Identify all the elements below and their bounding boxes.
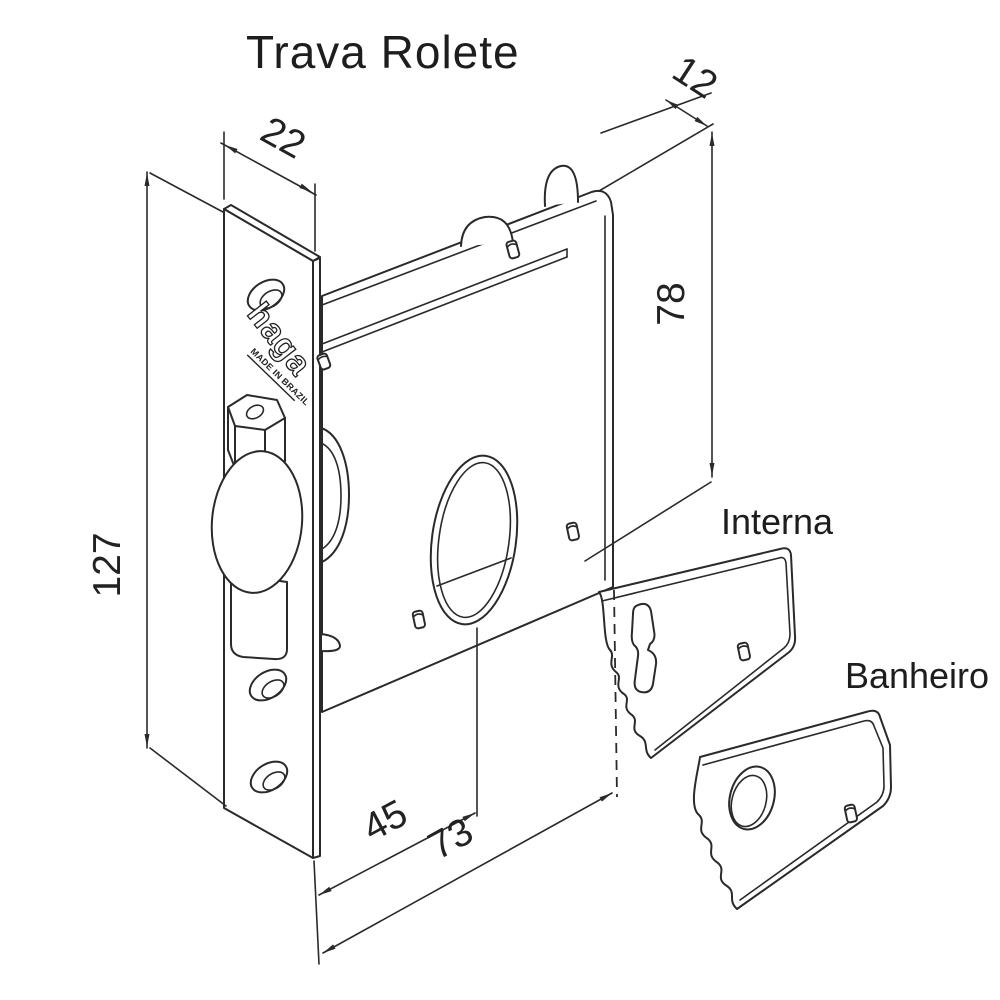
screw-hole [249,760,289,794]
arrowhead [709,463,715,476]
lock-case [321,164,614,713]
dim-78-label: 78 [650,282,693,325]
extension-line [584,481,712,562]
dim-73-label: 73 [422,810,481,869]
mounting-peg [843,803,858,824]
cylinder-hole [429,454,519,626]
cover-strip-line-2 [321,256,568,353]
banheiro-plate [692,709,892,910]
label-banheiro: Banheiro [845,655,989,696]
made-in-underline [246,354,296,402]
cover-strip-line-1 [321,248,568,345]
interna-plate-inner-edge [601,556,791,751]
dim-12-label: 12 [665,48,725,108]
mounting-peg [736,641,751,662]
latch-bottom-cap [230,573,288,661]
arrowhead [144,173,150,186]
hex-adjuster-hole [245,404,265,420]
roller-latch [210,394,304,661]
arrowhead [694,116,707,126]
arrowhead [599,793,612,802]
label-interna: Interna [721,501,834,542]
dim-22-label: 22 [254,109,313,168]
housing-bulge-inner [320,442,342,550]
dim-45-label: 45 [356,792,414,850]
hex-adjuster-sides [227,406,286,473]
dimension-case-thickness: 12 [598,48,725,192]
knob-hole-inner [730,774,768,828]
extension-line [149,747,227,807]
dim-127-label: 127 [86,532,129,597]
page-title: Trava Rolete [246,26,520,78]
hidden-extension-line [613,589,618,798]
case-top-edge-inner [321,200,597,306]
cylinder-hole-inner [436,461,512,619]
arrowhead [462,813,475,822]
mounting-peg [565,521,580,542]
arrowhead [323,944,336,953]
corner-hump-fill [544,165,578,206]
roller-barrel [210,450,304,594]
mounting-peg [316,352,332,371]
housing-foot-tab [320,633,341,653]
housing-bulge-outer [320,427,350,563]
banheiro-plate-outline [692,709,892,910]
screw-hole [246,278,286,312]
banheiro-plate-inner-edge [702,719,885,901]
dimension-faceplate-height: 127 [86,171,227,807]
extension-line [313,860,320,965]
extension-line [598,123,714,192]
extension-line [149,172,224,213]
faceplate-side-sliver [312,257,321,859]
latch-tab [460,215,514,247]
corner-hump [543,164,579,207]
keyhole-slot [630,602,658,694]
dimension-line [318,812,476,896]
mounting-peg [505,239,521,260]
screw-hole [248,668,288,702]
arrowhead [709,133,715,146]
case-front-face [321,189,614,713]
dimension-top-to-axis: 78 [584,131,715,562]
roller-housing [320,427,350,653]
arrowhead [319,886,332,895]
arrowhead [299,183,312,192]
interna-plate [598,547,797,759]
cylinder-hole-chord [436,557,512,587]
arrowhead [666,100,679,110]
arrowhead [225,145,238,154]
latch-tab-fill [461,216,513,246]
mounting-peg [411,609,426,630]
arrowhead [144,734,150,747]
dimension-line [322,792,613,954]
dimension-line [220,142,317,196]
extension-line [600,92,712,134]
knob-hole-outer [728,765,776,831]
cylinder-hole-outer [429,454,519,626]
interna-plate-outline [598,547,797,759]
